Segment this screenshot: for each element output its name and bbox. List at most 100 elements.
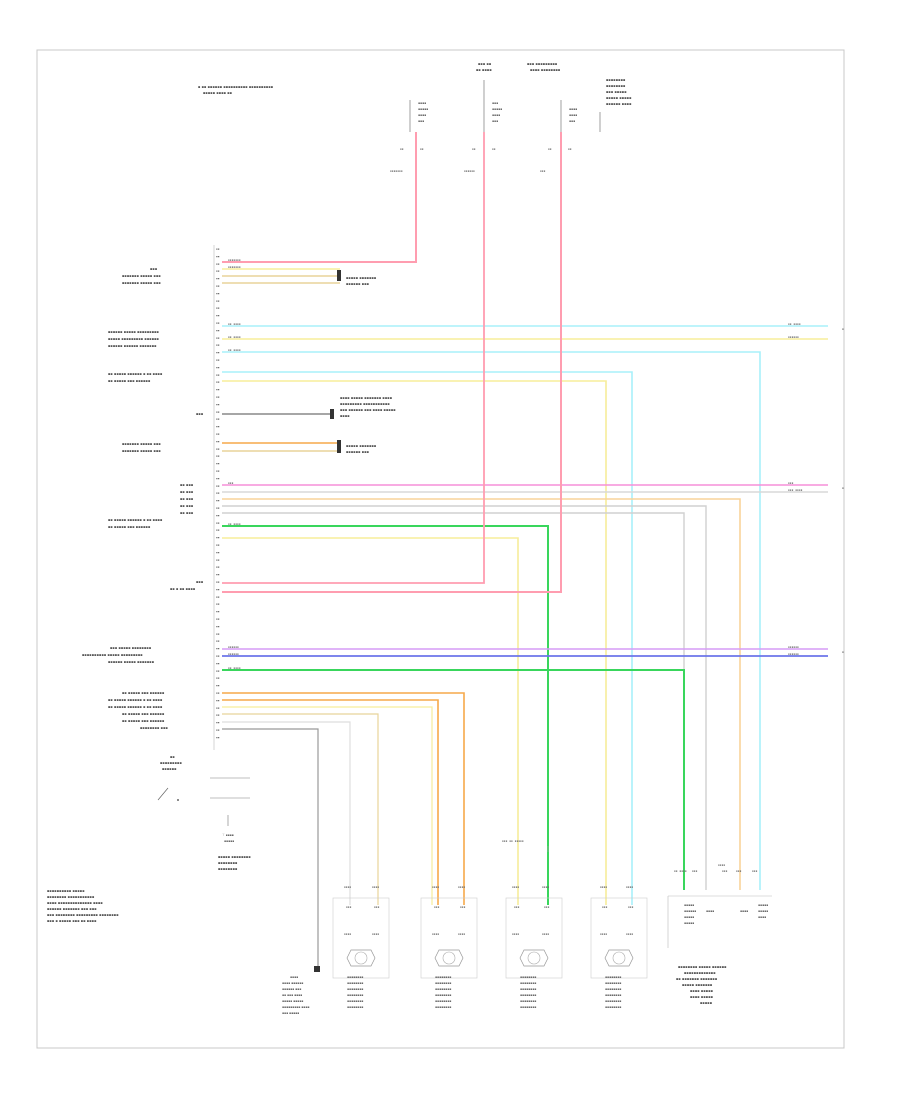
wire-orange-1 (222, 692, 465, 905)
svg-text:▪▪ ▪▪▪▪: ▪▪ ▪▪▪▪ (228, 348, 241, 352)
svg-text:▪▪▪▪▪▪▪▪: ▪▪▪▪▪▪▪▪ (605, 987, 621, 991)
pin-number: ▪▪ (216, 395, 220, 399)
svg-text:▪▪▪▪: ▪▪▪▪ (542, 885, 549, 889)
svg-text:▪▪ ▪▪▪: ▪▪ ▪▪▪ (180, 497, 194, 501)
wire-orange-2 (222, 699, 439, 905)
svg-text:▪▪▪: ▪▪▪ (540, 169, 546, 173)
pin-number: ▪▪ (216, 728, 220, 732)
pin-number: ▪▪ (216, 328, 220, 332)
svg-text:▪▪▪: ▪▪▪ (374, 905, 380, 909)
svg-text:▪▪ ▪▪▪▪▪ ▪▪▪▪▪▪ ▪ ▪▪ ▪▪▪▪: ▪▪ ▪▪▪▪▪ ▪▪▪▪▪▪ ▪ ▪▪ ▪▪▪▪ (108, 705, 163, 709)
solenoid-valve: ▪▪▪▪▪▪▪▪▪▪▪▪▪▪▪▪▪▪▪▪▪▪▪▪▪▪▪▪▪▪▪▪▪▪▪▪▪▪▪▪… (505, 885, 563, 1009)
svg-text:▪▪▪: ▪▪▪ (788, 481, 794, 485)
wire-pink-bat (222, 132, 417, 263)
svg-text:▪▪▪▪▪▪▪▪ ▪▪▪▪▪ ▪▪▪▪▪▪: ▪▪▪▪▪▪▪▪ ▪▪▪▪▪ ▪▪▪▪▪▪ (678, 965, 727, 969)
svg-text:▪▪▪▪▪▪ ▪▪▪▪▪▪▪ ▪▪▪ ▪▪▪: ▪▪▪▪▪▪ ▪▪▪▪▪▪▪ ▪▪▪ ▪▪▪ (47, 907, 97, 911)
pin-number: ▪▪ (216, 351, 220, 355)
svg-text:▪▪ ▪ ▪▪ ▪▪▪▪: ▪▪ ▪ ▪▪ ▪▪▪▪ (170, 587, 196, 591)
svg-text:▪▪ ▪▪▪▪▪ ▪▪▪ ▪▪▪▪▪▪: ▪▪ ▪▪▪▪▪ ▪▪▪ ▪▪▪▪▪▪ (108, 525, 151, 529)
steering-sensor: ▪▪ ▪▪▪▪ ▪▪▪ ▪▪▪▪ ▪▪▪ ▪▪▪ ▪▪▪ ▪▪▪▪▪ ▪▪▪▪▪… (667, 863, 772, 1005)
pin-number: ▪▪ (216, 454, 220, 458)
svg-text:▪▪▪: ▪▪▪ (544, 905, 550, 909)
svg-text:▪▪▪: ▪▪▪ (752, 869, 758, 873)
svg-text:▪▪▪: ▪▪▪ (228, 481, 234, 485)
pin-number: ▪▪ (216, 410, 220, 414)
svg-text:▪: ▪ (842, 650, 844, 654)
pin-number: ▪▪ (216, 573, 220, 577)
svg-text:▪▪: ▪▪ (170, 755, 175, 759)
svg-text:▪▪ ▪▪▪: ▪▪ ▪▪▪ (180, 511, 194, 515)
svg-text:▪▪: ▪▪ (420, 147, 424, 151)
pin-number: ▪▪ (216, 684, 220, 688)
pin-number: ▪▪ (216, 735, 220, 739)
svg-text:▪▪▪: ▪▪▪ (514, 905, 520, 909)
pin-number: ▪▪ (216, 610, 220, 614)
svg-text:▪▪▪▪ ▪▪▪▪▪▪: ▪▪▪▪ ▪▪▪▪▪▪ (282, 981, 303, 985)
pin-number: ▪▪ (216, 254, 220, 258)
svg-text:▪▪▪: ▪▪▪ (418, 119, 424, 123)
pin-number: ▪▪ (216, 543, 220, 547)
pin-number: ▪▪ (216, 380, 220, 384)
svg-text:▪▪▪▪▪▪▪ ▪▪▪▪▪ ▪▪▪: ▪▪▪▪▪▪▪ ▪▪▪▪▪ ▪▪▪ (122, 281, 161, 285)
module-description: ▪▪▪▪▪▪▪▪▪▪ ▪▪▪▪▪ ▪▪▪▪▪▪▪▪ ▪▪▪▪▪▪▪▪▪▪▪ ▪▪… (47, 889, 119, 923)
svg-text:▪▪▪▪▪▪▪▪: ▪▪▪▪▪▪▪▪ (520, 981, 536, 985)
pin-number: ▪▪ (216, 595, 220, 599)
pin-number: ▪▪ (216, 269, 220, 273)
svg-text:▪▪▪▪▪▪▪: ▪▪▪▪▪▪▪ (228, 265, 241, 269)
module-title-text: ▪ ▪▪ ▪▪▪▪▪▪ ▪▪▪▪▪▪▪▪▪▪ ▪▪▪▪▪▪▪▪▪▪ (198, 85, 274, 89)
svg-text:▪▪ ▪▪▪▪▪ ▪▪▪ ▪▪▪▪▪▪: ▪▪ ▪▪▪▪▪ ▪▪▪ ▪▪▪▪▪▪ (108, 379, 151, 383)
svg-text:▪▪ ▪▪▪: ▪▪ ▪▪▪ (180, 490, 194, 494)
pin-number: ▪▪ (216, 647, 220, 651)
svg-text:▪▪▪▪▪▪: ▪▪▪▪▪▪ (464, 169, 475, 173)
svg-text:▪▪▪▪▪▪▪▪: ▪▪▪▪▪▪▪▪ (347, 1005, 363, 1009)
fuse-block-3-label-2: ▪▪▪▪▪▪▪▪ (606, 84, 626, 88)
pin-number: ▪▪ (216, 277, 220, 281)
pin-number: ▪▪ (216, 617, 220, 621)
svg-text:▪▪: ▪▪ (492, 147, 496, 151)
wire-gray-2 (222, 505, 707, 890)
svg-text:▪▪: ▪▪ (472, 147, 476, 151)
svg-text:▪▪▪▪▪▪▪▪: ▪▪▪▪▪▪▪▪ (605, 975, 621, 979)
svg-text:▪▪ ▪▪▪▪: ▪▪ ▪▪▪▪ (228, 322, 241, 326)
svg-text:▪▪▪: ▪▪▪ (346, 905, 352, 909)
wire-cyan-2 (222, 351, 761, 890)
svg-text:▪▪▪: ▪▪▪ (722, 869, 728, 873)
pin-number: ▪▪ (216, 565, 220, 569)
svg-text:▪▪▪▪▪: ▪▪▪▪▪ (758, 909, 768, 913)
svg-text:▪▪▪▪: ▪▪▪▪ (569, 107, 577, 111)
pin-number: ▪▪ (216, 506, 220, 510)
wire-gray-4 (222, 721, 351, 905)
svg-text:▪▪▪▪▪▪▪▪▪: ▪▪▪▪▪▪▪▪▪ (160, 761, 182, 765)
svg-text:▪▪▪▪▪: ▪▪▪▪▪ (224, 839, 234, 843)
svg-text:▪▪▪▪: ▪▪▪▪ (344, 885, 351, 889)
svg-text:▪▪▪▪: ▪▪▪▪ (706, 909, 714, 913)
wire-yellow-3 (222, 537, 519, 905)
pin-number: ▪▪ (216, 558, 220, 562)
svg-text:▪▪▪▪▪▪▪▪: ▪▪▪▪▪▪▪▪ (347, 999, 363, 1003)
wire-tan-1 (222, 713, 379, 905)
svg-text:▪▪▪▪▪▪: ▪▪▪▪▪▪ (788, 335, 799, 339)
svg-text:▪▪▪▪▪▪▪▪: ▪▪▪▪▪▪▪▪ (347, 993, 363, 997)
svg-text:▪▪ ▪▪▪: ▪▪ ▪▪▪ (180, 504, 194, 508)
svg-text:▪▪▪▪▪ ▪▪▪▪▪▪▪▪▪ ▪▪▪▪▪▪: ▪▪▪▪▪ ▪▪▪▪▪▪▪▪▪ ▪▪▪▪▪▪ (108, 337, 160, 341)
svg-text:▪▪▪: ▪▪▪ (434, 905, 440, 909)
pin-number: ▪▪ (216, 698, 220, 702)
wire-pink-2 (222, 132, 485, 584)
svg-text:▪▪ ▪▪▪▪▪▪▪ ▪▪▪▪▪▪▪: ▪▪ ▪▪▪▪▪▪▪ ▪▪▪▪▪▪▪ (676, 977, 718, 981)
pin-number: ▪▪ (216, 417, 220, 421)
svg-text:▪▪ ▪▪▪▪: ▪▪ ▪▪▪▪ (228, 522, 241, 526)
pin-number: ▪▪ (216, 247, 220, 251)
svg-text:▪▪▪▪▪▪▪▪: ▪▪▪▪▪▪▪▪ (218, 867, 238, 871)
pin-number: ▪▪ (216, 447, 220, 451)
svg-text:▪▪▪▪ ▪▪▪▪▪ ▪▪▪▪▪▪▪ ▪▪▪▪: ▪▪▪▪ ▪▪▪▪▪ ▪▪▪▪▪▪▪ ▪▪▪▪ (340, 396, 393, 400)
svg-text:▪▪▪▪: ▪▪▪▪ (626, 932, 633, 936)
svg-text:▪▪▪ ▪▪▪▪▪▪▪▪ ▪▪▪▪▪▪▪▪▪ ▪▪▪▪▪▪▪: ▪▪▪ ▪▪▪▪▪▪▪▪ ▪▪▪▪▪▪▪▪▪ ▪▪▪▪▪▪▪▪ (47, 913, 119, 917)
svg-text:▪▪▪▪▪▪: ▪▪▪▪▪▪ (228, 645, 239, 649)
svg-text:▪▪: ▪▪ (400, 147, 404, 151)
module-connector: ▪▪▪ ▪▪▪▪▪▪▪ ▪▪▪▪▪ ▪▪▪ ▪▪▪▪▪▪▪ ▪▪▪▪▪ ▪▪▪ … (82, 245, 215, 750)
wire-black-ground (222, 728, 319, 968)
svg-text:▪▪▪▪▪▪: ▪▪▪▪▪▪ (684, 909, 696, 913)
solenoid-valve: ▪▪▪▪▪▪▪▪▪▪▪▪▪▪▪▪▪▪▪▪▪▪▪▪▪▪▪▪▪▪▪▪▪▪▪▪▪▪▪▪… (590, 885, 648, 1009)
ground-point: ▪▪▪▪ ▪▪▪▪ ▪▪▪▪▪▪ ▪▪▪▪▪▪ ▪▪▪ ▪▪ ▪▪▪ ▪▪▪▪ … (282, 966, 320, 1015)
